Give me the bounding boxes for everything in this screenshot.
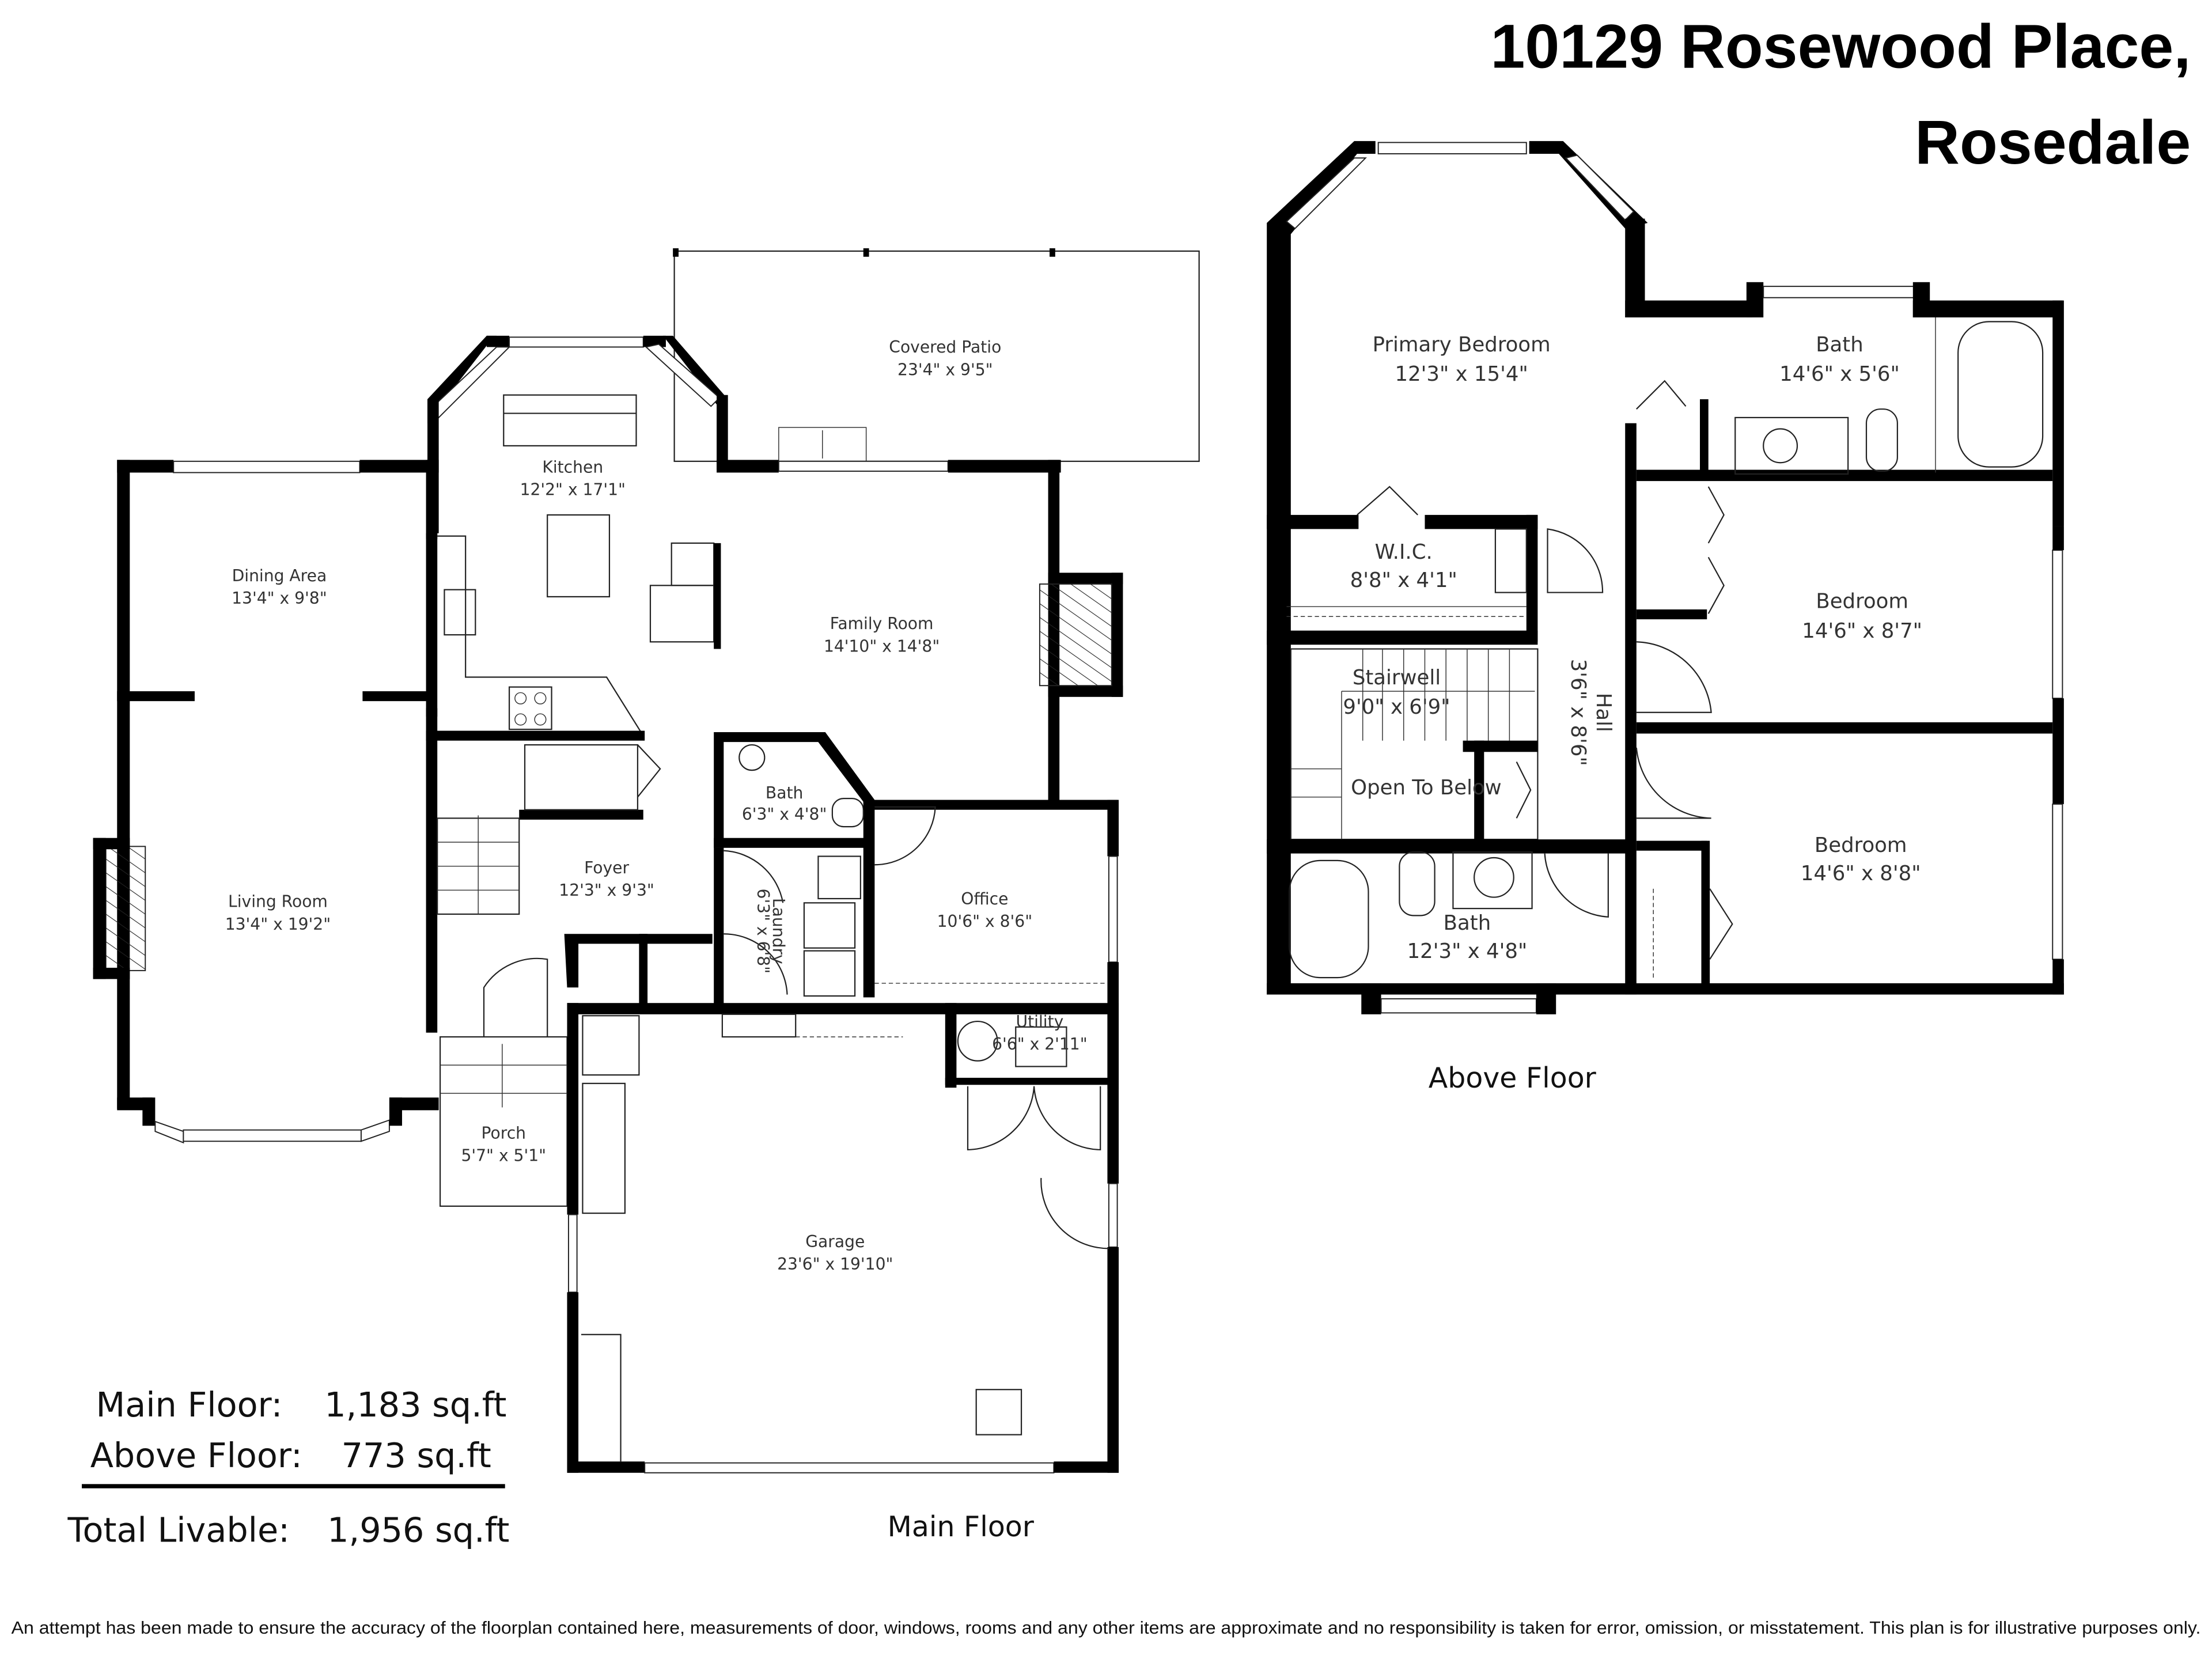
foyer-dims: 12'3" x 9'3" [559,881,654,900]
porch-dims: 5'7" x 5'1" [461,1146,546,1165]
disclaimer-text: An attempt has been made to ensure the a… [12,1618,2201,1638]
summary-divider [82,1484,505,1488]
hall-label: Hall [1592,693,1615,732]
kitchen-island [547,514,611,598]
ensuite-bath-label: Bath [1816,333,1863,357]
total-livable-label: Total Livable: [67,1510,290,1550]
family-room-dims: 14'10" x 14'8" [824,637,940,656]
area-summary: Main Floor: 1,183 sq.ft Above Floor: 773… [67,1385,510,1550]
covered-patio-label: Covered Patio [889,338,1001,357]
ensuite-toilet-icon [1865,408,1898,472]
total-livable-value: 1,956 sq.ft [327,1510,509,1550]
utility-dims: 6'6" x 2'11" [992,1035,1088,1054]
main-bath-dims: 6'3" x 4'8" [742,805,827,824]
porch-label: Porch [482,1123,527,1142]
above-floor-area-value: 773 sq.ft [342,1435,491,1475]
bedroom-3-dims: 14'6" x 8'8" [1801,862,1921,885]
primary-window [1377,142,1527,154]
upper-bath-dims: 12'3" x 4'8" [1407,940,1528,963]
stairwell-label: Stairwell [1353,666,1441,690]
above-floor-plan: Primary Bedroom 12'3" x 15'4" Bath 14'6"… [1267,141,2064,1094]
bedroom-2-label: Bedroom [1816,590,1908,613]
primary-bedroom-label: Primary Bedroom [1373,333,1551,357]
main-bath-sink-icon [1474,857,1514,898]
bedroom-2-dims: 14'6" x 8'7" [1802,619,1922,643]
office-window [1108,855,1118,963]
laundry-label: Laundry [769,898,788,964]
main-bath-label: Bath [766,783,803,802]
utility-label: Utility [1016,1012,1063,1031]
ensuite-tub-icon [1957,321,2044,468]
main-bath-window [1380,998,1537,1014]
dryer-icon [803,950,856,997]
main-toilet-icon [1399,851,1435,916]
primary-bedroom-dims: 12'3" x 15'4" [1395,362,1528,386]
title-line-1: 10129 Rosewood Place, [1490,12,2191,81]
kitchen-dims: 12'2" x 17'1" [520,480,626,499]
wic-dims: 8'8" x 4'1" [1350,569,1457,592]
foyer-label: Foyer [584,858,629,877]
main-floor-plan: Covered Patio 23'4" x 9'5" Kitchen 12'2"… [93,248,1200,1543]
above-floor-label: Above Floor [1429,1062,1597,1094]
ensuite-bath-dims: 14'6" x 5'6" [1779,362,1900,386]
ensuite-sink-icon [1763,428,1798,464]
fireplace-icon [105,846,146,971]
bath-window [1763,286,1916,298]
kitchen-window [509,336,644,348]
covered-patio-dims: 23'4" x 9'5" [897,360,993,379]
dining-area-dims: 13'4" x 9'8" [232,589,327,608]
dining-window [173,460,361,474]
washer-icon [803,902,856,949]
laundry-sink-icon [817,855,861,900]
porch-outline [439,1036,568,1207]
wic-door [1547,528,1604,593]
above-floor-area-label: Above Floor: [90,1435,302,1475]
garage-dims: 23'6" x 19'10" [777,1255,893,1274]
garage-label: Garage [805,1232,865,1251]
title-line-2: Rosedale [1915,107,2191,177]
family-room-label: Family Room [830,614,934,633]
office-label: Office [961,889,1008,908]
furnace-icon [1015,1026,1067,1067]
upper-bath-label: Bath [1444,911,1491,935]
open-to-below-label: Open To Below [1351,776,1502,800]
garage-door [644,1462,1055,1474]
property-title: 10129 Rosewood Place, Rosedale [1490,12,2191,177]
kitchen-sink-icon [444,589,476,636]
kitchen-label: Kitchen [542,457,603,476]
office-dims: 10'6" x 8'6" [937,912,1033,931]
dining-area-label: Dining Area [232,566,327,585]
bedroom-3-label: Bedroom [1815,834,1907,857]
stove-icon [508,686,552,730]
stairwell-dims: 9'0" x 6'9" [1343,695,1450,719]
living-bay-window [183,1129,362,1142]
living-room-dims: 13'4" x 19'2" [225,915,331,934]
bath-sink-icon [738,744,766,771]
main-floor-area-value: 1,183 sq.ft [324,1385,506,1425]
main-tub-icon [1289,859,1369,979]
patio-door [778,460,949,472]
main-floor-label: Main Floor [888,1510,1035,1543]
hall-dims: 3'6" x 8'6" [1566,659,1590,766]
main-floor-area-label: Main Floor: [96,1385,283,1425]
office-door [874,806,936,866]
wic-label: W.I.C. [1375,540,1433,564]
water-heater-icon [957,1020,998,1062]
kitchen-counter [503,394,637,446]
fireplace-icon [1039,583,1112,687]
toilet-icon [831,798,864,828]
laundry-dims: 6'3" x 6'8" [753,889,772,974]
living-room-label: Living Room [228,892,328,911]
